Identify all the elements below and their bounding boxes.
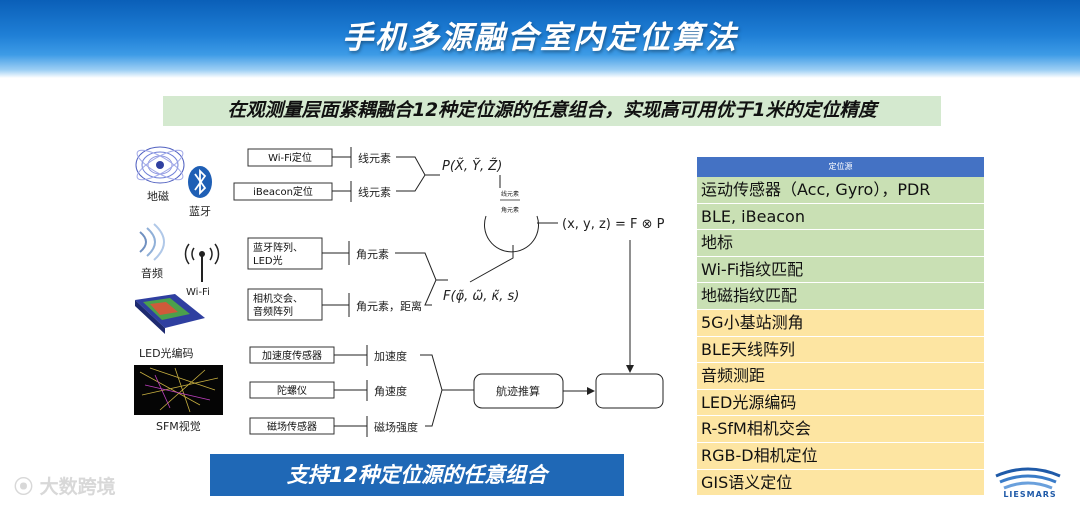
watermark: ⦿ 大数跨境 xyxy=(14,476,116,498)
table-row: 运动传感器（Acc, Gyro），PDR xyxy=(697,177,984,204)
table-row: R-SfM相机交会 xyxy=(697,416,984,443)
dead-reckoning-label: 航迹推算 xyxy=(496,384,540,398)
led-icon xyxy=(135,294,205,334)
table-row: Wi-Fi指纹匹配 xyxy=(697,256,984,284)
camera-label-1: 相机交会、 xyxy=(253,292,303,305)
bt-array-label-1: 蓝牙阵列、 xyxy=(253,241,303,254)
table-row: 地磁指纹匹配 xyxy=(697,283,984,310)
sfm-icon xyxy=(134,365,223,415)
sfm-label: SFM视觉 xyxy=(156,419,201,433)
gyro-box-label: 陀螺仪 xyxy=(277,384,307,397)
table-row: GIS语义定位 xyxy=(697,469,984,497)
logo-text: LIESMARS xyxy=(1003,490,1057,499)
f-function: F(φ̃, ω̃, κ̃, s) xyxy=(443,289,519,304)
watermark-text: 大数跨境 xyxy=(39,476,116,498)
bluetooth-icon xyxy=(188,166,212,198)
table-row: LED光源编码 xyxy=(697,389,984,417)
camera-label-2: 音频阵列 xyxy=(253,305,293,318)
table-header: 定位源 xyxy=(697,157,984,177)
p-function: P(X̃, Ỹ, Z̃) xyxy=(442,158,502,174)
angular-element: 角速度 xyxy=(374,384,407,398)
wifi-icon xyxy=(184,243,220,282)
camera-box xyxy=(247,288,323,321)
bluetooth-label: 蓝牙 xyxy=(189,205,211,218)
mini-line-element: 线元素 xyxy=(501,190,519,198)
audio-icon xyxy=(139,223,165,261)
mini-angle-element: 角元素 xyxy=(501,206,519,214)
table-row: 地标 xyxy=(697,230,984,257)
wifi-label: Wi-Fi xyxy=(186,287,210,298)
bottom-banner: 支持12种定位源的任意组合 xyxy=(210,454,624,496)
accel-element: 加速度 xyxy=(374,349,407,363)
mag-box-label: 磁场传感器 xyxy=(267,420,317,433)
page-title: 手机多源融合室内定位算法 xyxy=(342,20,738,56)
table-row: BLE天线阵列 xyxy=(697,336,984,364)
subtitle-banner: 在观测量层面紧耦融合12种定位源的任意组合，实现高可用优于1米的定位精度 xyxy=(163,96,941,126)
result-formula: (x, y, z) = F ⊗ P xyxy=(562,217,665,232)
angle-element-2: 角元素，距离 xyxy=(356,299,422,313)
magfield-element: 磁场强度 xyxy=(374,420,418,434)
bt-array-label-2: LED光 xyxy=(253,254,283,267)
wifi-positioning-label: Wi-Fi定位 xyxy=(268,151,312,164)
accel-box-label: 加速度传感器 xyxy=(262,349,322,362)
table-row: 5G小基站测角 xyxy=(697,309,984,337)
table-row: RGB-D相机定位 xyxy=(697,442,984,470)
line-element-1: 线元素 xyxy=(358,151,391,165)
geomagnetic-label: 地磁 xyxy=(147,190,169,203)
liesmars-logo-icon xyxy=(995,467,1061,490)
line-element-2: 线元素 xyxy=(358,185,391,199)
angle-element-1: 角元素 xyxy=(356,248,389,261)
audio-label: 音频 xyxy=(141,266,163,280)
led-label: LED光编码 xyxy=(139,346,194,360)
table-row: BLE, iBeacon xyxy=(697,203,984,231)
fusion-output-box xyxy=(595,373,664,409)
header-banner xyxy=(0,0,1080,78)
table-row: 音频测距 xyxy=(697,363,984,390)
geomagnetic-icon xyxy=(135,146,185,184)
ibeacon-positioning-label: iBeacon定位 xyxy=(253,185,313,198)
